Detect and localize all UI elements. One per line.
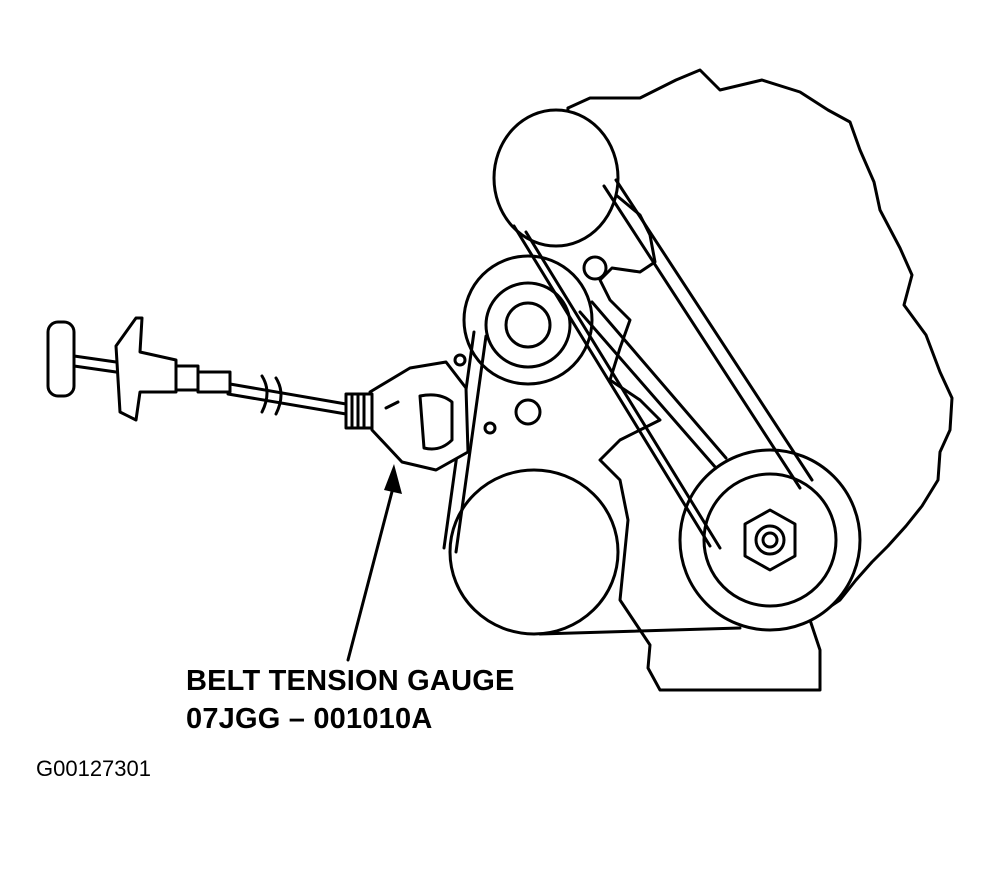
gauge-cable — [226, 374, 348, 416]
t-handle — [46, 316, 232, 422]
callout-part-number: 07JGG – 001010A — [186, 703, 433, 735]
top-pulley — [492, 108, 620, 248]
callout-label: BELT TENSION GAUGE 07JGG – 001010A — [186, 662, 515, 738]
figure-id: G00127301 — [36, 756, 151, 781]
drive-belt — [442, 178, 814, 636]
crankshaft-pulley — [678, 448, 862, 632]
engine-block-outline — [566, 68, 954, 692]
callout-leader-arrow — [346, 464, 402, 662]
lower-left-pulley — [448, 468, 620, 636]
callout-title: BELT TENSION GAUGE — [186, 665, 515, 697]
belt-tension-gauge — [344, 353, 497, 472]
